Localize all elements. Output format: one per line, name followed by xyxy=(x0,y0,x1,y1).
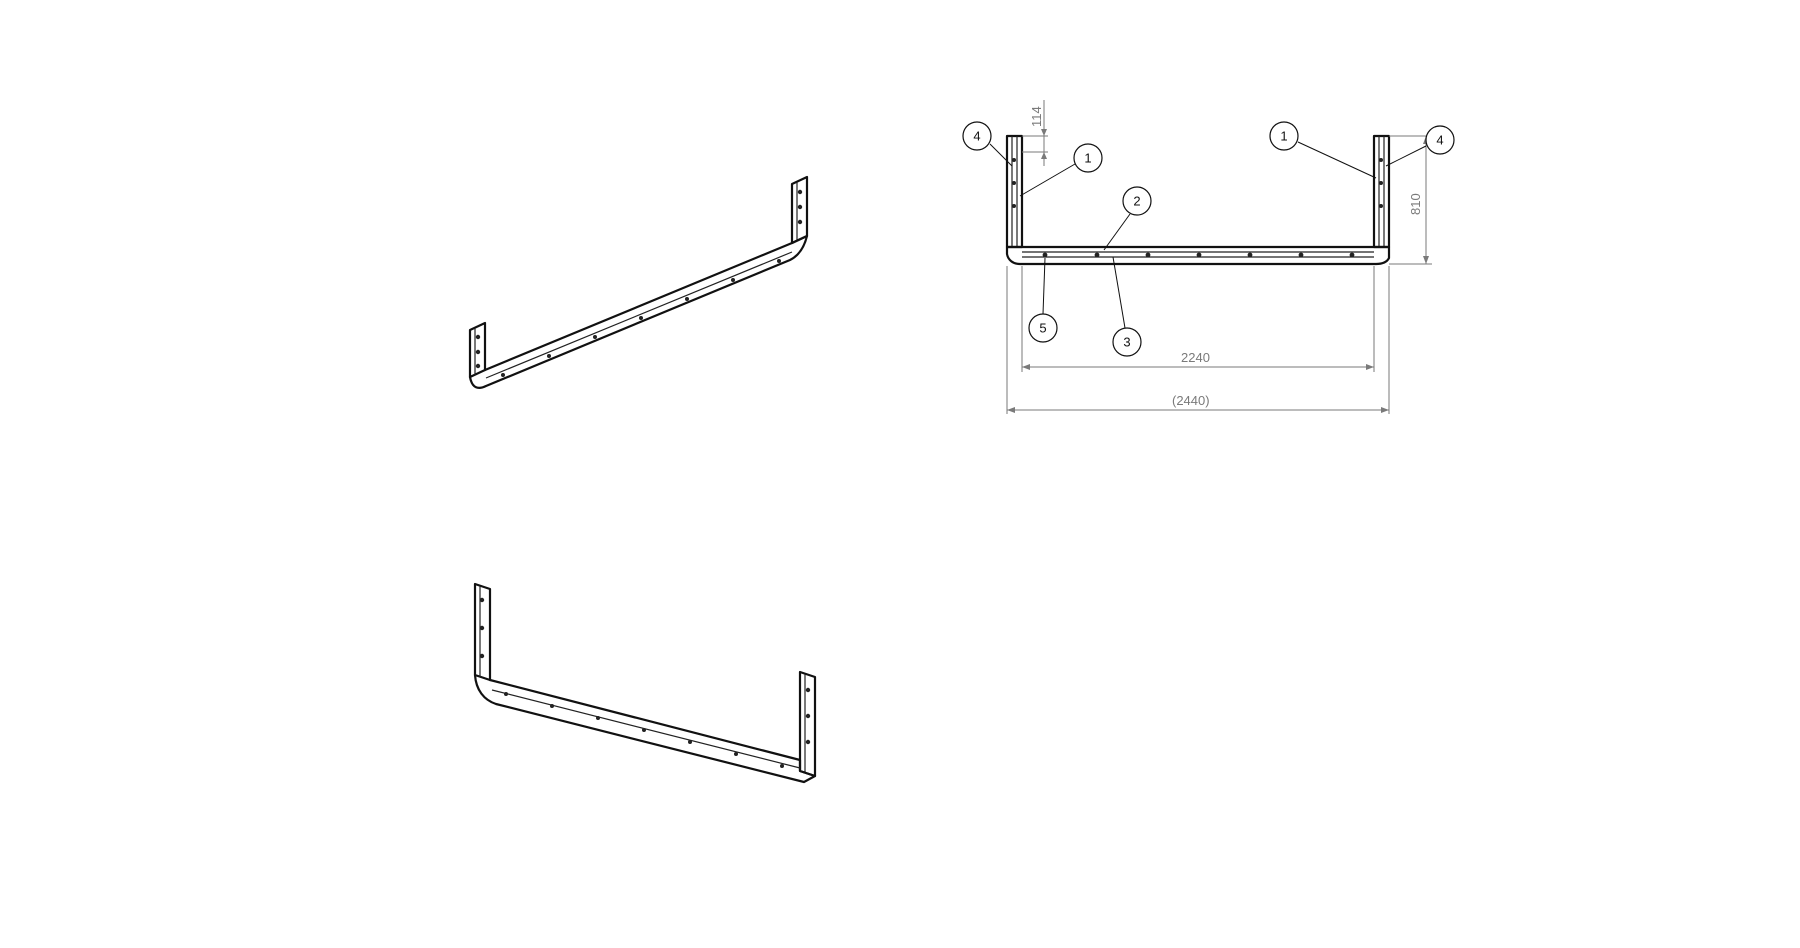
svg-text:1: 1 xyxy=(1084,151,1091,166)
dimension-2240: 2240 xyxy=(1021,266,1375,372)
iso-bottom-beam xyxy=(473,673,817,784)
svg-text:3: 3 xyxy=(1123,335,1130,350)
balloon-left-1: 1 xyxy=(1019,143,1103,197)
svg-text:4: 4 xyxy=(973,129,980,144)
dimension-810-label: 810 xyxy=(1408,193,1423,215)
iso-bottom-right-flange xyxy=(798,670,817,778)
svg-text:1: 1 xyxy=(1280,129,1287,144)
dimension-2240-label: 2240 xyxy=(1181,350,1210,365)
balloon-left-4: 4 xyxy=(962,121,1013,167)
front-beam xyxy=(1005,245,1391,266)
iso-top-beam xyxy=(468,234,809,389)
iso-top-holes xyxy=(475,189,803,377)
dimension-114: 114 xyxy=(1022,100,1048,166)
iso-top-beam-edge xyxy=(485,251,793,379)
balloon-right-4: 4 xyxy=(1385,125,1455,167)
svg-text:2: 2 xyxy=(1133,194,1140,209)
front-left-upright xyxy=(1005,134,1024,249)
front-view: 114 810 2240 (2440) xyxy=(962,100,1455,414)
iso-bottom-holes xyxy=(479,597,811,768)
isometric-view-top xyxy=(468,175,809,389)
iso-bottom-beam-edge xyxy=(491,689,801,769)
svg-text:5: 5 xyxy=(1039,321,1046,336)
dimension-810: 810 xyxy=(1389,135,1432,265)
iso-top-right-flange xyxy=(790,175,809,245)
front-right-upright xyxy=(1372,134,1391,249)
isometric-view-bottom xyxy=(473,582,817,784)
dimension-2440-label: (2440) xyxy=(1172,393,1210,408)
balloon-right-1: 1 xyxy=(1269,121,1377,179)
balloon-3: 3 xyxy=(1112,256,1142,357)
dimension-114-label: 114 xyxy=(1029,106,1044,127)
front-holes xyxy=(1012,158,1383,258)
balloon-2: 2 xyxy=(1103,186,1152,251)
svg-text:4: 4 xyxy=(1436,133,1443,148)
balloon-5: 5 xyxy=(1028,257,1058,343)
dimension-2440: (2440) xyxy=(1006,266,1390,414)
